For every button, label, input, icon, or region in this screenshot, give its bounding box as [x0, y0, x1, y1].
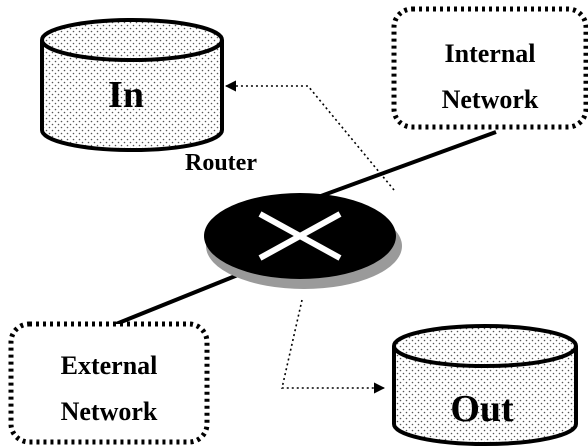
database-cylinder-icon: [392, 324, 578, 446]
arrow-external-to-out: [280, 299, 386, 394]
router: Router: [185, 150, 402, 289]
external-network-box: External Network: [8, 321, 210, 445]
link-router-internal: [309, 130, 497, 202]
out-store-label: Out: [450, 388, 514, 430]
external-network-label-line1: External: [61, 351, 158, 380]
internal-network-label-line1: Internal: [445, 39, 536, 68]
router-icon: [204, 193, 402, 289]
internal-network-label-line2: Network: [442, 85, 539, 114]
external-network-label-line2: Network: [61, 397, 158, 426]
router-label: Router: [185, 150, 257, 176]
in-store-cylinder: In: [40, 18, 224, 152]
in-store-label: In: [108, 74, 144, 116]
internal-network-box: Internal Network: [391, 6, 588, 130]
database-cylinder-icon: [40, 18, 224, 152]
out-store-cylinder: Out: [392, 324, 578, 446]
